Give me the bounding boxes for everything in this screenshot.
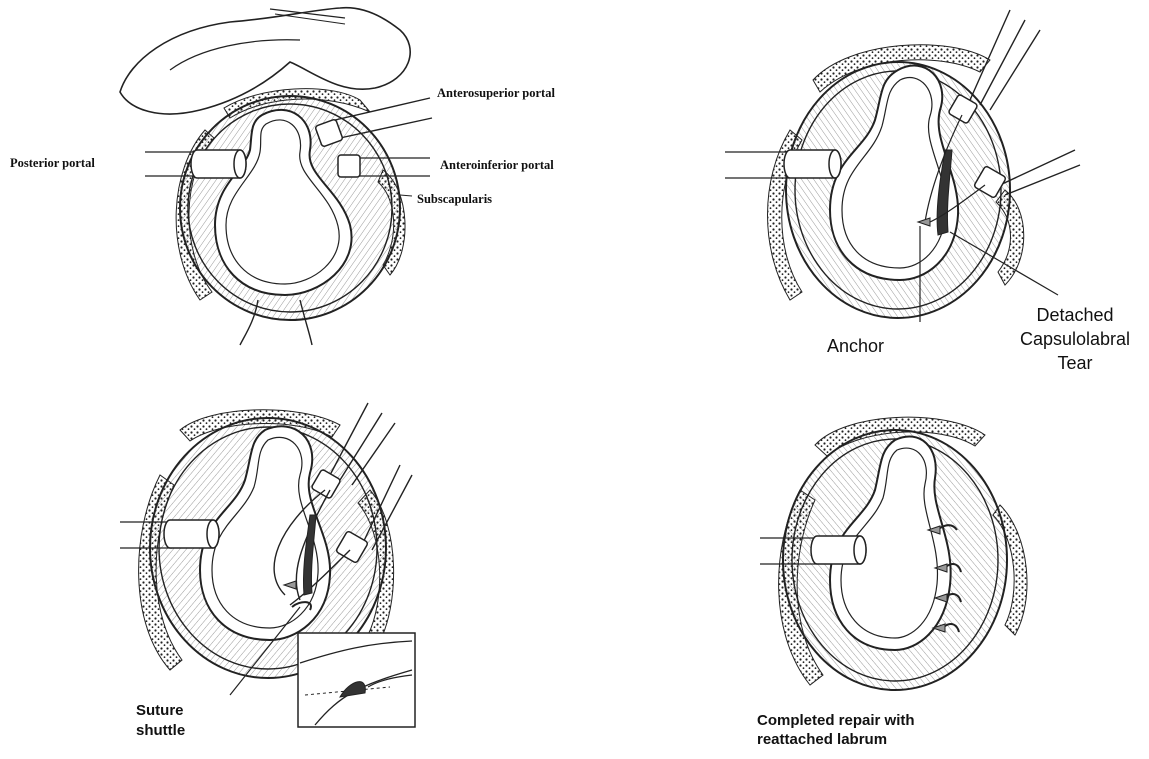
label-anterosuperior-portal: Anterosuperior portal xyxy=(437,86,555,101)
label-completed-repair: Completed repair with reattached labrum xyxy=(757,711,915,749)
label-detached-line2: Capsulolabral xyxy=(1005,327,1145,351)
label-detached-tear: Detached Capsulolabral Tear xyxy=(1005,303,1145,375)
panel-anchor-placement: Detached Capsulolabral Tear Anchor xyxy=(700,0,1149,400)
panel-completed-repair: Completed repair with reattached labrum xyxy=(745,400,1149,759)
inset-detail xyxy=(298,633,415,727)
label-subscapularis: Subscapularis xyxy=(417,192,492,207)
label-anteroinferior-portal: Anteroinferior portal xyxy=(440,158,554,173)
label-posterior-portal: Posterior portal xyxy=(10,156,95,171)
label-completed-line2: reattached labrum xyxy=(757,730,915,749)
acromion-inner xyxy=(170,40,300,70)
posterior-portal-cannula xyxy=(145,150,246,178)
label-suture-shuttle: Suture shuttle xyxy=(136,701,185,741)
glenoid-diagram-portals xyxy=(0,0,640,350)
panel-suture-shuttle: Suture shuttle xyxy=(100,395,480,759)
label-detached-line1: Detached xyxy=(1005,303,1145,327)
label-suture-line2: shuttle xyxy=(136,721,185,741)
panel-portal-placement: Anterosuperior portal Posterior portal A… xyxy=(0,0,640,350)
glenoid-diagram-repaired xyxy=(745,400,1149,759)
label-completed-line1: Completed repair with xyxy=(757,711,915,730)
label-anchor: Anchor xyxy=(827,336,884,357)
label-suture-line1: Suture xyxy=(136,701,185,721)
label-detached-line3: Tear xyxy=(1005,351,1145,375)
